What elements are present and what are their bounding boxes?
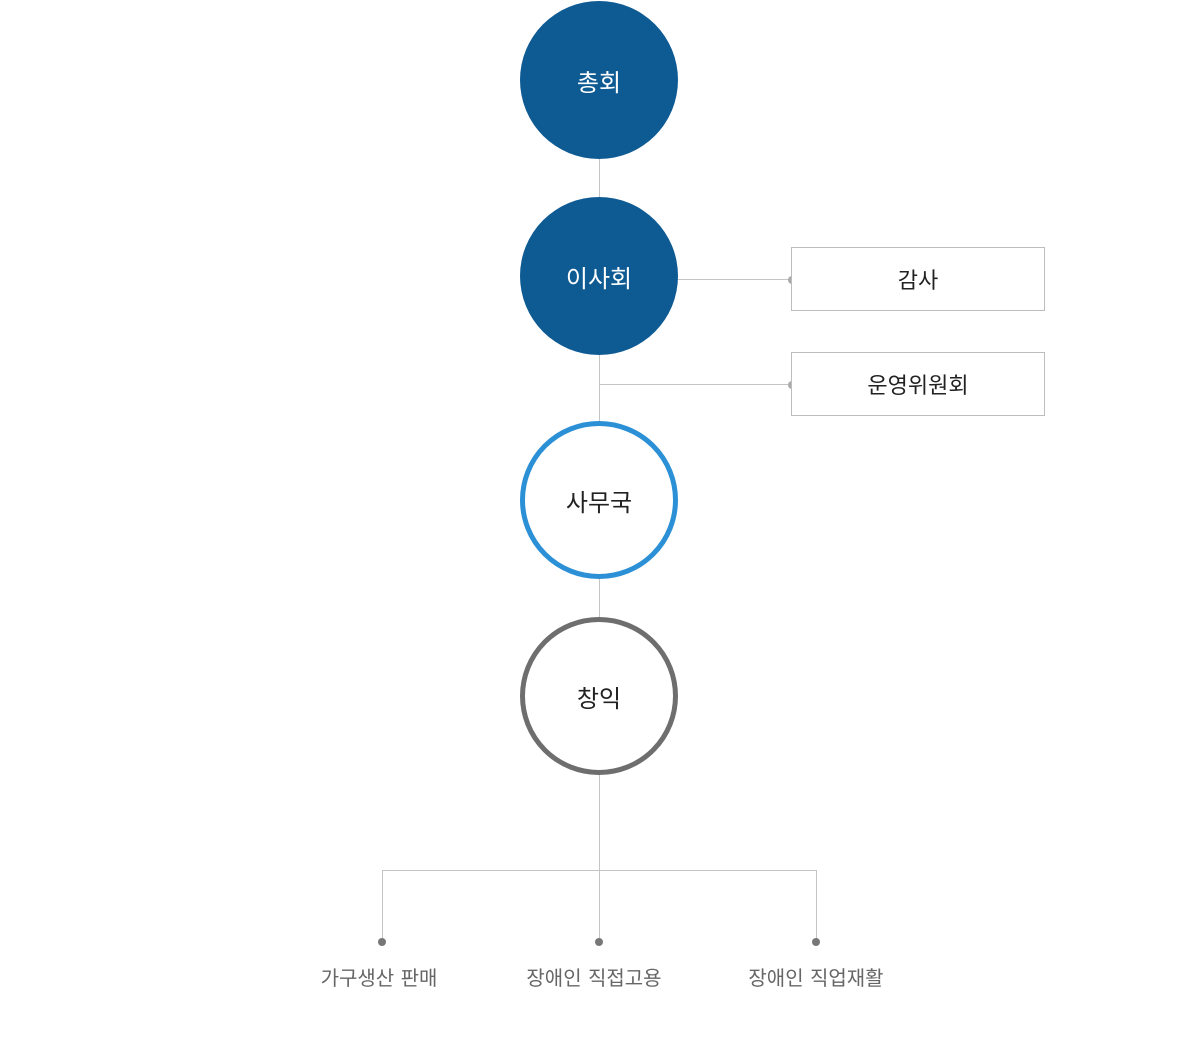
node-board-label: 이사회: [565, 264, 633, 293]
node-general-assembly: 총회: [520, 1, 678, 159]
node-secretariat-label: 사무국: [565, 488, 633, 517]
box-audit-label: 감사: [897, 269, 939, 294]
box-steering-committee: 운영위원회: [791, 352, 1045, 416]
leaf-dot-2: [595, 938, 603, 946]
box-steering-committee-label: 운영위원회: [867, 374, 969, 399]
connector-board-audit: [677, 279, 792, 280]
leaf-dot-1: [378, 938, 386, 946]
leaf-label-2: 장애인 직접고용: [526, 966, 662, 990]
connector-branch-right: [816, 870, 817, 942]
node-general-assembly-label: 총회: [576, 68, 622, 97]
box-audit: 감사: [791, 247, 1045, 311]
connector-steering: [599, 384, 792, 385]
node-board: 이사회: [520, 197, 678, 355]
node-secretariat: 사무국: [520, 421, 678, 579]
leaf-label-3: 장애인 직업재활: [748, 966, 884, 990]
leaf-dot-3: [812, 938, 820, 946]
node-changik: 창익: [520, 617, 678, 775]
connector-branch-left: [382, 870, 383, 942]
node-changik-label: 창익: [576, 684, 622, 713]
leaf-label-1: 가구생산 판매: [320, 966, 438, 990]
connector-branch-center: [599, 870, 600, 942]
